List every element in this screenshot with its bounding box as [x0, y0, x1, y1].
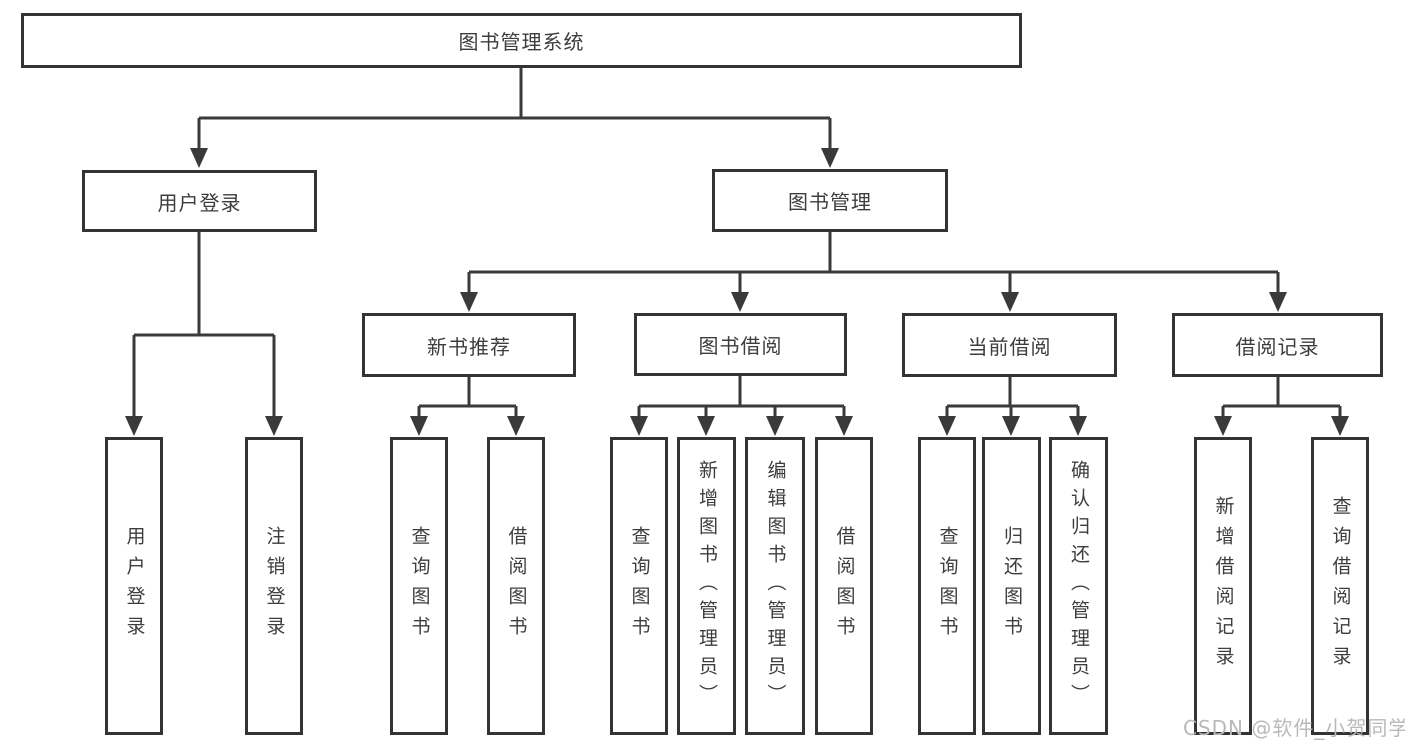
- node-bb-query-books-label: 查询图书: [628, 526, 651, 646]
- node-bb-borrow-books-label: 借阅图书: [833, 526, 856, 646]
- node-user-login: 用户登录: [82, 170, 317, 232]
- connector-book-mgmt-group: [460, 232, 1287, 312]
- node-bb-add-books-admin: 新增图书（管理员）: [677, 437, 736, 735]
- node-cb-query-books-label: 查询图书: [936, 526, 959, 646]
- node-leaf-logout-label: 注销登录: [263, 526, 286, 646]
- node-current-borrow: 当前借阅: [902, 313, 1117, 377]
- node-nb-query-books-label: 查询图书: [408, 526, 431, 646]
- node-br-add-record-label: 新增借阅记录: [1212, 496, 1235, 676]
- node-bb-query-books: 查询图书: [610, 437, 668, 735]
- node-root-label: 图书管理系统: [458, 30, 585, 54]
- connector-current-borrow-group: [938, 377, 1087, 436]
- node-bb-borrow-books: 借阅图书: [815, 437, 873, 735]
- node-bb-edit-books-admin: 编辑图书（管理员）: [745, 437, 805, 735]
- node-cb-return-books-label: 归还图书: [1001, 526, 1023, 646]
- node-current-borrow-label: 当前借阅: [967, 334, 1052, 359]
- node-user-login-label: 用户登录: [157, 190, 242, 215]
- node-cb-confirm-return-admin: 确认归还（管理员）: [1049, 437, 1108, 735]
- node-leaf-user-login-label: 用户登录: [123, 526, 146, 646]
- node-borrow-records-label: 借阅记录: [1235, 334, 1320, 359]
- csdn-watermark: CSDN @软件_小贺同学: [1183, 716, 1405, 740]
- node-cb-return-books: 归还图书: [982, 437, 1041, 735]
- node-book-management-label: 图书管理: [788, 190, 872, 214]
- node-book-management: 图书管理: [712, 169, 948, 232]
- connector-new-book-rec-group: [410, 377, 525, 436]
- node-bb-edit-books-admin-label: 编辑图书（管理员）: [764, 460, 787, 712]
- node-nb-borrow-books-label: 借阅图书: [505, 526, 528, 646]
- node-bb-add-books-admin-label: 新增图书（管理员）: [696, 460, 718, 712]
- node-new-book-recommend: 新书推荐: [362, 313, 576, 377]
- node-cb-query-books: 查询图书: [918, 437, 976, 735]
- node-borrow-records: 借阅记录: [1172, 313, 1383, 377]
- connector-book-borrow-group: [630, 376, 853, 436]
- node-root: 图书管理系统: [21, 13, 1022, 68]
- node-br-query-record: 查询借阅记录: [1311, 437, 1369, 735]
- node-book-borrow-label: 图书借阅: [698, 334, 783, 358]
- node-nb-borrow-books: 借阅图书: [487, 437, 545, 735]
- node-br-query-record-label: 查询借阅记录: [1329, 496, 1352, 676]
- node-cb-confirm-return-admin-label: 确认归还（管理员）: [1068, 460, 1090, 712]
- node-new-book-recommend-label: 新书推荐: [427, 334, 511, 359]
- connector-borrow-records-group: [1214, 377, 1349, 436]
- node-leaf-user-login: 用户登录: [105, 437, 163, 735]
- connector-root-to-level2: [190, 68, 839, 168]
- node-book-borrow: 图书借阅: [634, 313, 847, 376]
- connector-user-login-group: [125, 232, 283, 436]
- node-nb-query-books: 查询图书: [390, 437, 448, 735]
- node-br-add-record: 新增借阅记录: [1194, 437, 1252, 735]
- node-leaf-logout: 注销登录: [245, 437, 303, 735]
